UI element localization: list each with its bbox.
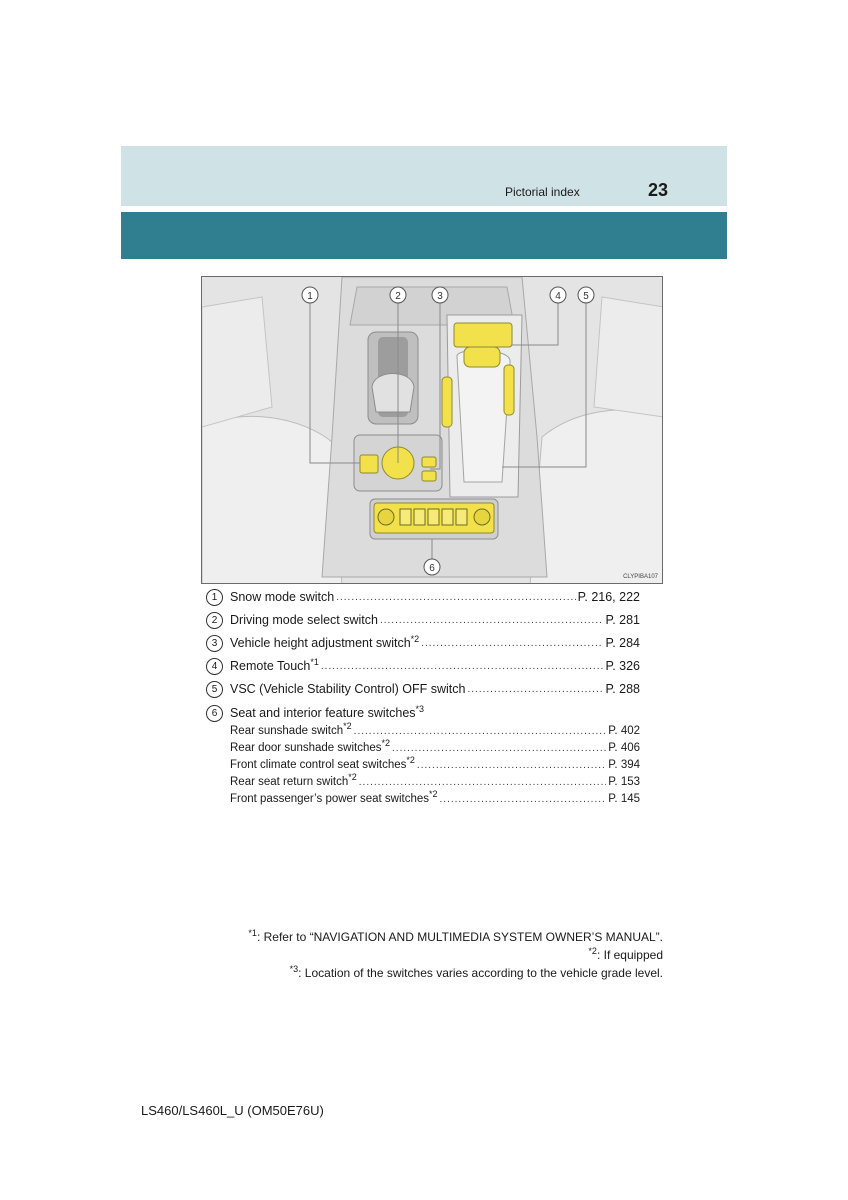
callout-6: 6: [429, 563, 435, 574]
item-number: 4: [206, 658, 223, 675]
leader-dots: [440, 791, 607, 808]
index-item: 1 Snow mode switch P. 216, 222: [206, 586, 640, 609]
console-drawing: 1 2 3 4 5 6: [202, 277, 662, 583]
footnote-mark: *1: [248, 928, 257, 938]
sub-item: Rear sunshade switch*2 P. 402: [230, 721, 640, 740]
page-reference: P. 402: [608, 725, 640, 737]
item-label-text: Seat and interior feature switches: [230, 705, 416, 720]
leader-dots: [336, 586, 575, 609]
sub-item-label-text: Front passenger’s power seat switches: [230, 793, 430, 805]
callout-5: 5: [583, 291, 589, 302]
footer-model-code: LS460/LS460L_U (OM50E76U): [141, 1103, 324, 1118]
sub-item-footnote-mark: *2: [348, 772, 357, 783]
callout-1: 1: [307, 291, 313, 302]
item-number: 6: [206, 704, 223, 722]
item-number: 1: [206, 589, 223, 606]
page-reference: P. 216, 222: [577, 590, 640, 604]
leader-dots: [468, 678, 604, 701]
callout-2: 2: [395, 291, 401, 302]
sub-item-label-text: Rear sunshade switch: [230, 725, 344, 737]
footnote-mark: *2: [588, 946, 597, 956]
leader-dots: [354, 723, 607, 740]
item-footnote-mark: *2: [410, 633, 420, 644]
item-number: 3: [206, 635, 223, 652]
page-number: 23: [648, 180, 669, 200]
leader-dots: [359, 774, 606, 791]
callout-3: 3: [437, 291, 443, 302]
item-label-text: Remote Touch: [230, 659, 311, 673]
leader-dots: [421, 632, 603, 655]
sub-item-footnote-mark: *2: [381, 738, 391, 749]
page-reference: P. 326: [605, 659, 640, 673]
sub-item: Rear seat return switch*2 P. 153: [230, 772, 640, 791]
item-label: Vehicle height adjustment switch*2: [230, 632, 419, 655]
footnotes: *1: Refer to “NAVIGATION AND MULTIMEDIA …: [190, 928, 663, 982]
sub-item-label: Rear door sunshade switches*2: [230, 738, 391, 757]
leader-dots: [392, 740, 606, 757]
figure-code: CLYPIBA107: [623, 574, 658, 580]
sub-item: Front climate control seat switches*2 P.…: [230, 755, 640, 774]
index-list: 1 Snow mode switch P. 216, 222 2 Driving…: [206, 586, 640, 808]
leader-dots: [380, 609, 604, 632]
leader-dots: [417, 757, 606, 774]
index-item: 4 Remote Touch*1 P. 326: [206, 655, 640, 678]
sub-item-footnote-mark: *2: [343, 721, 352, 732]
sub-item-footnote-mark: *2: [429, 789, 438, 800]
footnote-mark: *3: [289, 964, 299, 974]
page-reference: P. 288: [605, 682, 640, 696]
sub-item: Front passenger’s power seat switches*2 …: [230, 789, 640, 808]
page-reference: P. 281: [605, 613, 640, 627]
footnote: *2: If equipped: [190, 946, 663, 964]
sub-item-label-text: Rear door sunshade switches: [230, 742, 382, 754]
item-label: Seat and interior feature switches*3: [230, 702, 424, 725]
sub-item-label: Rear seat return switch*2: [230, 772, 357, 791]
item-label-text: Vehicle height adjustment switch: [230, 636, 411, 650]
item-footnote-mark: *3: [415, 703, 425, 714]
leader-dots: [321, 655, 604, 678]
sub-item: Rear door sunshade switches*2 P. 406: [230, 738, 640, 757]
item-label: Driving mode select switch: [230, 613, 378, 627]
page-reference: P. 394: [608, 759, 640, 771]
page-reference: P. 145: [608, 793, 640, 805]
callout-4: 4: [555, 291, 561, 302]
sub-item-list: Rear sunshade switch*2 P. 402 Rear door …: [230, 721, 640, 808]
header-bar: [121, 212, 727, 259]
header-band: [121, 146, 727, 206]
index-item: 3 Vehicle height adjustment switch*2 P. …: [206, 632, 640, 655]
sub-item-label: Front climate control seat switches*2: [230, 755, 415, 774]
sub-item-label: Front passenger’s power seat switches*2: [230, 789, 438, 808]
footnote-text: : If equipped: [596, 948, 663, 962]
item-label: Remote Touch*1: [230, 655, 319, 678]
item-number: 2: [206, 612, 223, 629]
index-item: 2 Driving mode select switch P. 281: [206, 609, 640, 632]
sub-item-label-text: Front climate control seat switches: [230, 759, 407, 771]
page-reference: P. 153: [608, 776, 640, 788]
center-console-illustration: 1 2 3 4 5 6 CLYPIBA107: [201, 276, 663, 584]
page-reference: P. 284: [605, 636, 640, 650]
sub-item-label-text: Rear seat return switch: [230, 776, 349, 788]
sub-item-label: Rear sunshade switch*2: [230, 721, 352, 740]
footnote-text: : Location of the switches varies accord…: [298, 966, 663, 980]
footnote-text: : Refer to “NAVIGATION AND MULTIMEDIA SY…: [256, 930, 663, 944]
section-title: Pictorial index: [505, 185, 580, 199]
footnote: *1: Refer to “NAVIGATION AND MULTIMEDIA …: [190, 928, 663, 946]
item-label: Snow mode switch: [230, 590, 335, 604]
item-footnote-mark: *1: [310, 656, 319, 667]
index-item: 5 VSC (Vehicle Stability Control) OFF sw…: [206, 678, 640, 701]
sub-item-footnote-mark: *2: [406, 755, 415, 766]
index-item-group: 6 Seat and interior feature switches*3: [206, 703, 640, 723]
item-number: 5: [206, 681, 223, 698]
footnote: *3: Location of the switches varies acco…: [190, 964, 663, 982]
page-reference: P. 406: [608, 742, 640, 754]
item-label: VSC (Vehicle Stability Control) OFF swit…: [230, 682, 466, 696]
